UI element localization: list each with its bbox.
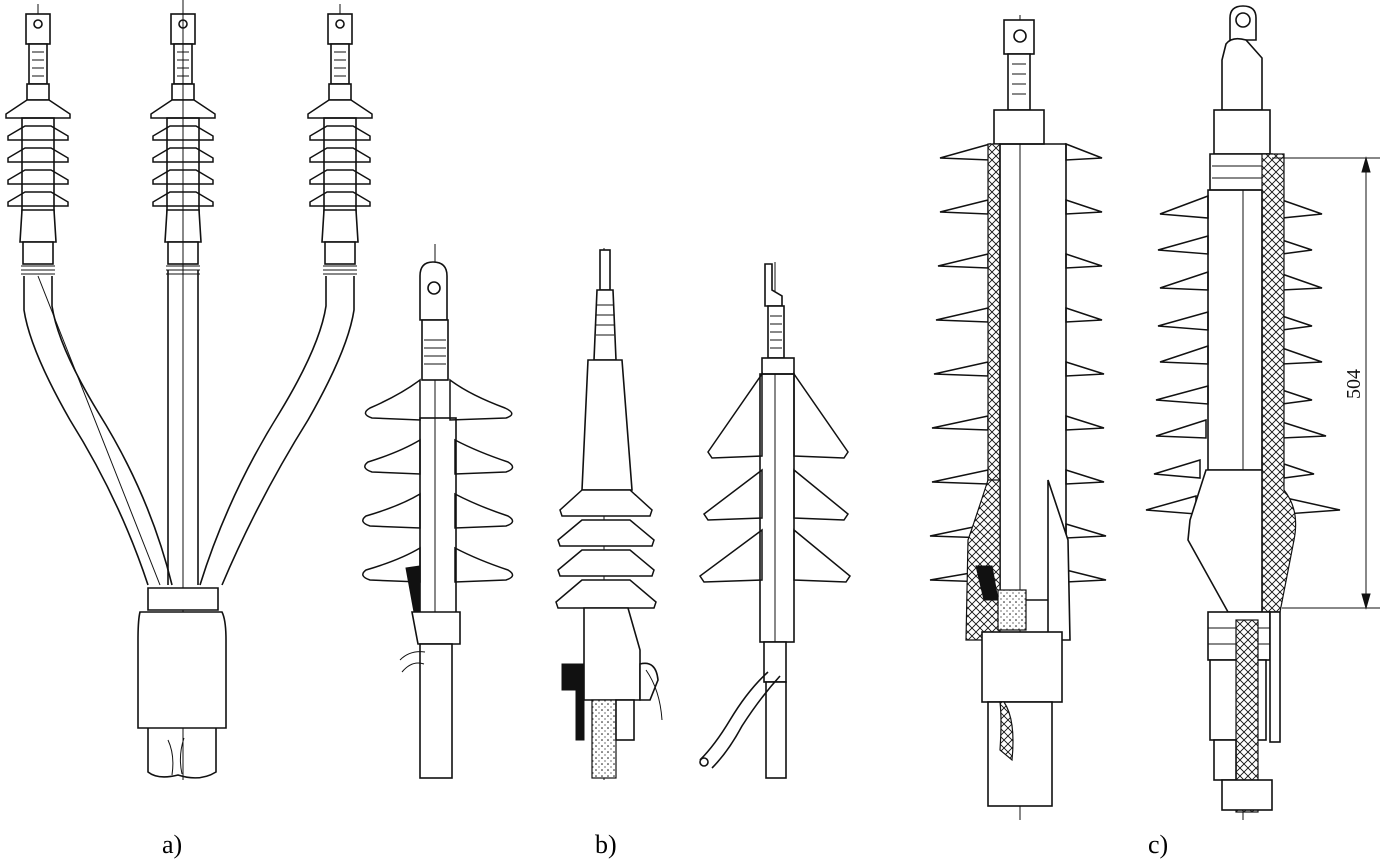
dimension-label: 504 [1343,369,1365,399]
figure-a-three-core-termination [5,0,373,780]
figure-b-termination-1 [362,244,514,779]
figure-b-termination-3 [698,262,852,779]
caption-b: b) [595,830,617,859]
caption-c: c) [1148,830,1169,859]
figure-c-termination-1 [929,15,1107,820]
caption-a: a) [162,830,183,859]
figure-c-termination-2 [1145,5,1380,820]
figure-b-termination-2 [555,248,663,780]
